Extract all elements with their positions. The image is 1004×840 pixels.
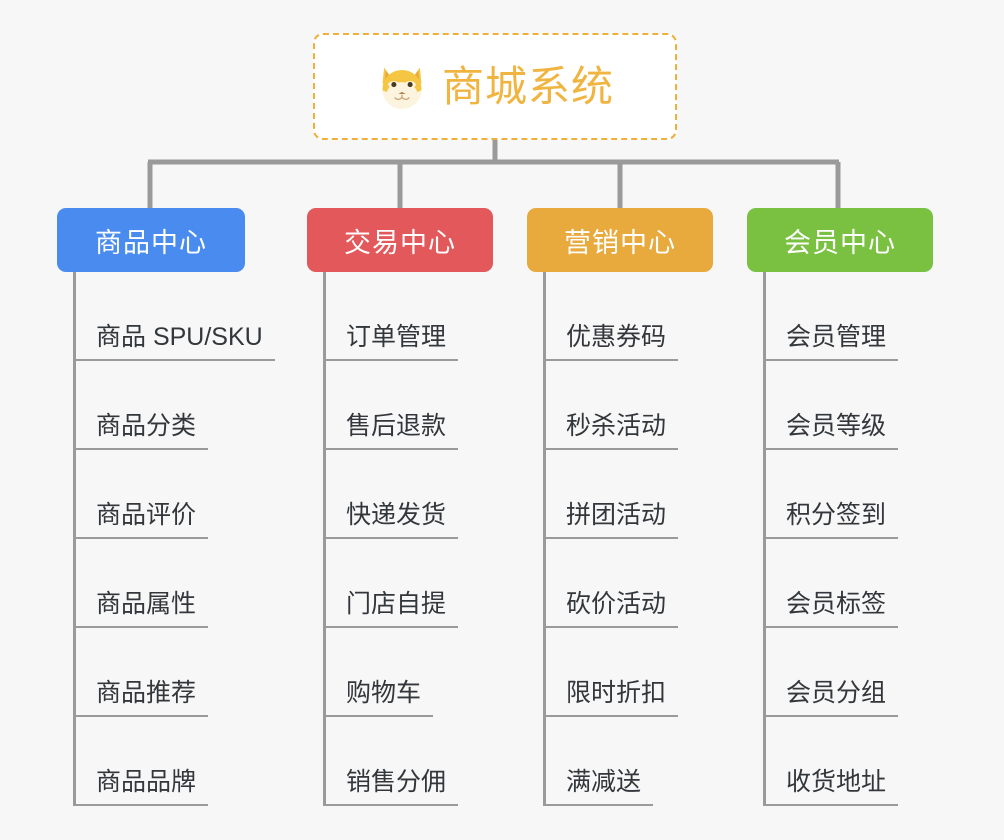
leaf-label: 购物车 <box>326 679 434 717</box>
leaf-label: 收货地址 <box>766 768 899 806</box>
leaf-item[interactable]: 砍价活动 <box>546 539 713 628</box>
branch-header-1[interactable]: 商品中心 <box>57 208 245 272</box>
branch-items-1: 商品 SPU/SKU 商品分类 商品评价 商品属性 商品推荐 商品品牌 <box>73 272 275 806</box>
leaf-label: 商品推荐 <box>76 679 209 717</box>
leaf-item[interactable]: 销售分佣 <box>326 717 493 806</box>
leaf-item[interactable]: 积分签到 <box>766 450 933 539</box>
branch-header-3[interactable]: 营销中心 <box>527 208 713 272</box>
leaf-label: 拼团活动 <box>546 501 679 539</box>
leaf-label: 订单管理 <box>326 323 459 361</box>
leaf-label: 商品 SPU/SKU <box>76 323 275 361</box>
branch-items-4: 会员管理 会员等级 积分签到 会员标签 会员分组 收货地址 <box>763 272 933 806</box>
root-node[interactable]: 商城系统 <box>313 33 677 140</box>
leaf-item[interactable]: 快递发货 <box>326 450 493 539</box>
leaf-label: 会员标签 <box>766 590 899 628</box>
leaf-label: 商品品牌 <box>76 768 209 806</box>
branch-column-2: 交易中心 订单管理 售后退款 快递发货 门店自提 购物车 销售分佣 <box>307 208 493 806</box>
branch-title-2: 交易中心 <box>344 227 456 258</box>
leaf-item[interactable]: 商品 SPU/SKU <box>76 272 275 361</box>
leaf-item[interactable]: 收货地址 <box>766 717 933 806</box>
branch-title-3: 营销中心 <box>564 227 676 258</box>
leaf-label: 限时折扣 <box>546 679 679 717</box>
leaf-item[interactable]: 门店自提 <box>326 539 493 628</box>
branch-items-3: 优惠券码 秒杀活动 拼团活动 砍价活动 限时折扣 满减送 <box>543 272 713 806</box>
leaf-label: 售后退款 <box>326 412 459 450</box>
branch-header-4[interactable]: 会员中心 <box>747 208 933 272</box>
branch-title-1: 商品中心 <box>95 227 207 258</box>
leaf-label: 积分签到 <box>766 501 899 539</box>
leaf-label: 商品分类 <box>76 412 209 450</box>
leaf-item[interactable]: 优惠券码 <box>546 272 713 361</box>
shiba-dog-icon <box>382 67 422 109</box>
leaf-item[interactable]: 会员分组 <box>766 628 933 717</box>
branch-header-2[interactable]: 交易中心 <box>307 208 493 272</box>
leaf-label: 商品评价 <box>76 501 209 539</box>
leaf-label: 门店自提 <box>326 590 459 628</box>
leaf-item[interactable]: 会员管理 <box>766 272 933 361</box>
leaf-label: 会员管理 <box>766 323 899 361</box>
leaf-item[interactable]: 会员标签 <box>766 539 933 628</box>
leaf-label: 商品属性 <box>76 590 209 628</box>
leaf-label: 满减送 <box>546 768 654 806</box>
leaf-item[interactable]: 秒杀活动 <box>546 361 713 450</box>
leaf-label: 优惠券码 <box>546 323 679 361</box>
leaf-item[interactable]: 满减送 <box>546 717 713 806</box>
branch-items-2: 订单管理 售后退款 快递发货 门店自提 购物车 销售分佣 <box>323 272 493 806</box>
branch-column-1: 商品中心 商品 SPU/SKU 商品分类 商品评价 商品属性 商品推荐 商品品牌 <box>57 208 275 806</box>
leaf-label: 销售分佣 <box>326 768 459 806</box>
leaf-item[interactable]: 商品品牌 <box>76 717 245 806</box>
root-title: 商城系统 <box>441 62 614 110</box>
branch-column-3: 营销中心 优惠券码 秒杀活动 拼团活动 砍价活动 限时折扣 满减送 <box>527 208 713 806</box>
leaf-item[interactable]: 商品分类 <box>76 361 245 450</box>
leaf-item[interactable]: 售后退款 <box>326 361 493 450</box>
leaf-label: 会员分组 <box>766 679 899 717</box>
branch-column-4: 会员中心 会员管理 会员等级 积分签到 会员标签 会员分组 收货地址 <box>747 208 933 806</box>
leaf-item[interactable]: 购物车 <box>326 628 493 717</box>
leaf-item[interactable]: 会员等级 <box>766 361 933 450</box>
leaf-label: 秒杀活动 <box>546 412 679 450</box>
leaf-item[interactable]: 限时折扣 <box>546 628 713 717</box>
leaf-item[interactable]: 订单管理 <box>326 272 493 361</box>
leaf-item[interactable]: 拼团活动 <box>546 450 713 539</box>
leaf-label: 快递发货 <box>326 501 459 539</box>
branch-title-4: 会员中心 <box>784 227 896 258</box>
leaf-item[interactable]: 商品评价 <box>76 450 245 539</box>
leaf-item[interactable]: 商品推荐 <box>76 628 245 717</box>
leaf-label: 会员等级 <box>766 412 899 450</box>
leaf-label: 砍价活动 <box>546 590 679 628</box>
leaf-item[interactable]: 商品属性 <box>76 539 245 628</box>
